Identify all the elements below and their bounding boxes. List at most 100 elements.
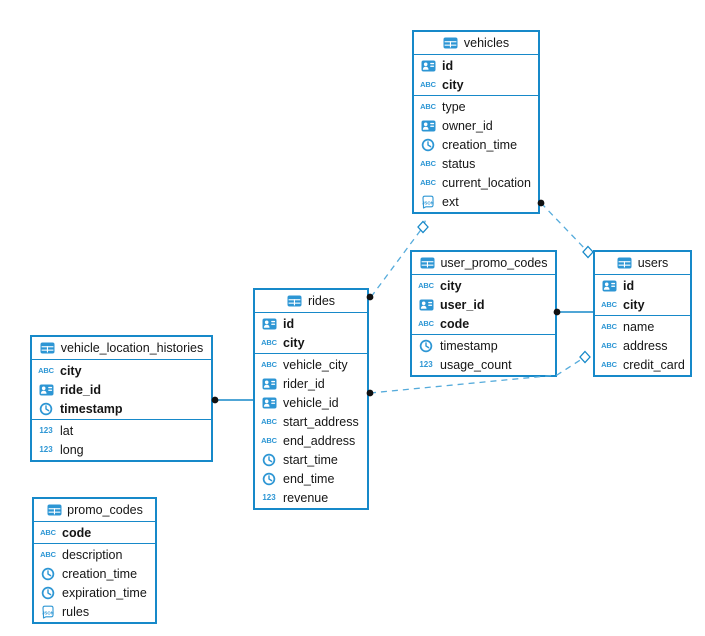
field-row-id[interactable]: id xyxy=(414,56,538,75)
field-row-vehicle_id[interactable]: vehicle_id xyxy=(255,393,367,412)
text-type-icon: ABC xyxy=(418,282,434,290)
number-type-icon: 123 xyxy=(418,359,434,369)
field-name: id xyxy=(283,316,295,331)
text-type-icon: ABC xyxy=(420,179,436,187)
text-type-icon: ABC xyxy=(261,437,277,445)
abc-glyph: ABC xyxy=(261,337,277,347)
abc-glyph: ABC xyxy=(420,158,436,168)
field-name: long xyxy=(60,442,84,457)
text-type-icon: ABC xyxy=(601,323,617,331)
text-type-icon: ABC xyxy=(601,301,617,309)
field-row-end_time[interactable]: end_time xyxy=(255,469,367,488)
field-name: city xyxy=(442,77,464,92)
abc-glyph: ABC xyxy=(418,318,434,328)
field-row-user_id[interactable]: user_id xyxy=(412,295,555,314)
field-row-timestamp[interactable]: timestamp xyxy=(32,399,211,418)
table-title: user_promo_codes xyxy=(440,256,548,270)
id-card-icon xyxy=(418,299,434,311)
abc-glyph: ABC xyxy=(601,340,617,350)
clock-icon xyxy=(38,402,54,416)
123-glyph: 123 xyxy=(419,359,433,369)
columns-section: timestamp 123 usage_count xyxy=(412,334,555,375)
field-row-timestamp[interactable]: timestamp xyxy=(412,336,555,355)
field-row-name[interactable]: ABC name xyxy=(595,317,690,336)
text-type-icon: ABC xyxy=(261,361,277,369)
field-row-creation_time[interactable]: creation_time xyxy=(34,564,155,583)
abc-glyph: ABC xyxy=(261,416,277,426)
clock-icon xyxy=(40,586,56,600)
field-row-ride_id[interactable]: ride_id xyxy=(32,380,211,399)
field-row-owner_id[interactable]: owner_id xyxy=(414,116,538,135)
field-row-usage_count[interactable]: 123 usage_count xyxy=(412,355,555,374)
field-row-start_time[interactable]: start_time xyxy=(255,450,367,469)
field-row-creation_time[interactable]: creation_time xyxy=(414,135,538,154)
id-card-icon xyxy=(261,397,277,409)
field-name: code xyxy=(440,316,470,331)
table-title: promo_codes xyxy=(67,503,143,517)
table-header[interactable]: users xyxy=(595,252,690,275)
clock-icon xyxy=(261,472,277,486)
text-type-icon: ABC xyxy=(601,342,617,350)
field-row-vehicle_city[interactable]: ABC vehicle_city xyxy=(255,355,367,374)
field-row-start_address[interactable]: ABC start_address xyxy=(255,412,367,431)
field-name: name xyxy=(623,319,655,334)
id-card-icon xyxy=(38,384,54,396)
field-name: start_address xyxy=(283,414,359,429)
field-row-status[interactable]: ABC status xyxy=(414,154,538,173)
table-icon xyxy=(443,37,459,49)
field-row-code[interactable]: ABC code xyxy=(412,314,555,333)
123-glyph: 123 xyxy=(262,492,276,502)
field-name: end_time xyxy=(283,471,335,486)
table-header[interactable]: user_promo_codes xyxy=(412,252,555,275)
id-card-icon xyxy=(261,378,277,390)
field-row-id[interactable]: id xyxy=(255,314,367,333)
clock-icon xyxy=(420,138,436,152)
field-name: expiration_time xyxy=(62,585,147,600)
abc-glyph: ABC xyxy=(601,299,617,309)
field-row-rider_id[interactable]: rider_id xyxy=(255,374,367,393)
table-header[interactable]: vehicles xyxy=(414,32,538,55)
json-icon: JSON xyxy=(420,195,436,209)
field-row-id[interactable]: id xyxy=(595,276,690,295)
field-name: vehicle_city xyxy=(283,357,348,372)
field-row-expiration_time[interactable]: expiration_time xyxy=(34,583,155,602)
field-row-long[interactable]: 123 long xyxy=(32,440,211,459)
id-card-icon xyxy=(261,318,277,330)
field-name: timestamp xyxy=(440,338,498,353)
table-header[interactable]: rides xyxy=(255,290,367,313)
table-header[interactable]: vehicle_location_histories xyxy=(32,337,211,360)
123-glyph: 123 xyxy=(39,444,53,454)
table-header[interactable]: promo_codes xyxy=(34,499,155,522)
field-name: usage_count xyxy=(440,357,512,372)
field-name: status xyxy=(442,156,476,171)
